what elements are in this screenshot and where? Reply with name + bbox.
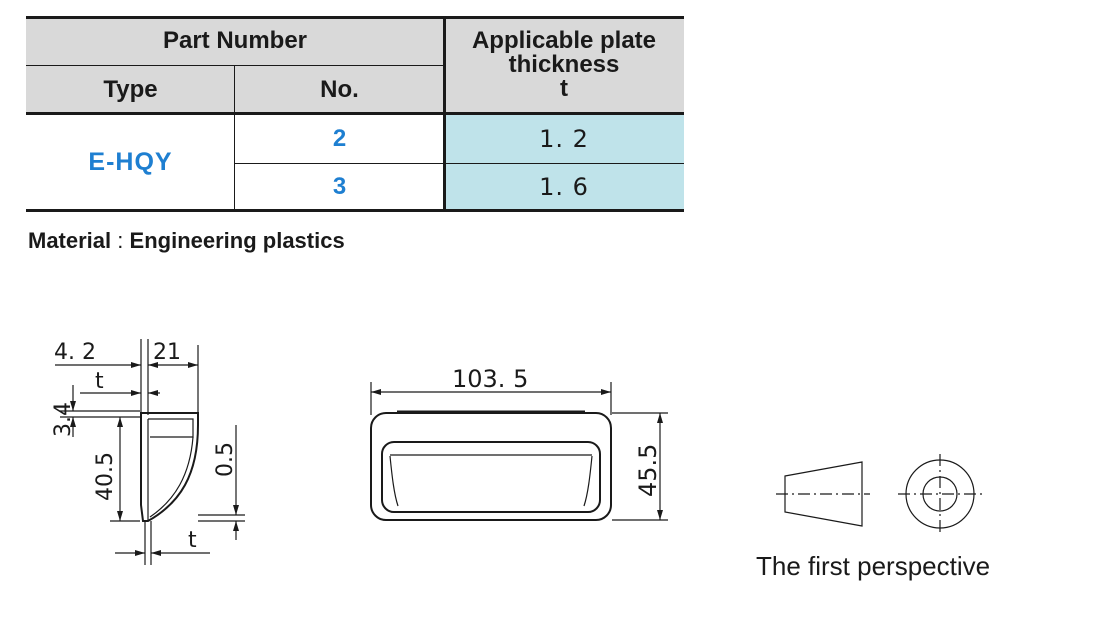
arrow (188, 362, 198, 368)
side-part-outline (140, 412, 199, 522)
row-thickness: 1. 6 (539, 172, 589, 201)
no-header-label: No. (320, 76, 359, 103)
part-number-divider (26, 65, 444, 66)
dim-label-21: 21 (153, 340, 181, 365)
material-label: Material (28, 228, 112, 253)
table-bottom-rule (26, 209, 684, 212)
arrow (657, 413, 663, 423)
table-row: 3 (235, 163, 444, 210)
dim-label-3-4: 3.4 (51, 402, 76, 437)
side-part-inner (148, 418, 194, 438)
arrow (70, 417, 76, 427)
spec-table: Part Number Type No. Applicable plate th… (26, 16, 684, 212)
row-thickness: 1. 2 (539, 124, 589, 153)
table-top-rule (26, 16, 684, 19)
material-value: Engineering plastics (129, 228, 345, 253)
table-header-rule (26, 112, 684, 115)
type-header-label: Type (103, 76, 158, 103)
thickness-header-line1: Applicable plate (471, 27, 657, 54)
thickness-header-line2: thickness (508, 51, 620, 78)
front-part-pocket (381, 441, 601, 513)
arrow (148, 362, 158, 368)
material-separator: : (117, 228, 124, 253)
front-view-drawing: 103. 5 45.5 (370, 365, 668, 521)
front-part-shade-right (583, 455, 593, 507)
dim-label-width: 103. 5 (452, 365, 528, 393)
thickness-divider (443, 16, 446, 212)
table-row-thickness: 1. 6 (444, 163, 684, 210)
material-line: Material : Engineering plastics (28, 228, 345, 254)
side-part-curve (149, 436, 194, 518)
dim-label-height: 45.5 (634, 444, 662, 497)
type-value: E-HQY (88, 147, 173, 176)
arrow (151, 550, 161, 556)
row-no: 3 (332, 172, 347, 200)
arrow (131, 362, 141, 368)
arrow (233, 521, 239, 531)
front-part-shade-left (389, 455, 399, 507)
arrow (233, 505, 239, 515)
dim-label-4-2: 4. 2 (54, 340, 96, 365)
side-view-drawing: 4. 2 21 t 3.4 40.5 0.5 t (51, 339, 245, 565)
dim-label-40-5: 40.5 (93, 452, 118, 501)
arrow (117, 417, 123, 427)
arrow (117, 511, 123, 521)
arrow (657, 510, 663, 520)
no-header: No. (235, 66, 444, 114)
type-value-cell: E-HQY (26, 114, 235, 210)
arrow (70, 401, 76, 411)
row-divider (235, 163, 684, 164)
dim-label-t-bottom: t (188, 528, 197, 553)
row-no: 2 (332, 124, 347, 152)
thickness-header: Applicable plate thickness t (444, 16, 684, 114)
type-no-divider (234, 66, 235, 210)
arrow (371, 389, 381, 395)
type-header: Type (26, 66, 235, 114)
dim-label-t-top: t (95, 369, 104, 394)
projection-label: The first perspective (756, 551, 991, 581)
arrow (135, 550, 145, 556)
front-part-outline (370, 412, 612, 521)
arrow (601, 389, 611, 395)
table-row: 2 (235, 114, 444, 163)
part-number-header: Part Number (26, 16, 444, 66)
arrow (131, 390, 141, 396)
part-number-header-label: Part Number (162, 27, 308, 54)
table-row-thickness: 1. 2 (444, 114, 684, 163)
first-angle-projection-symbol (776, 454, 982, 534)
thickness-header-symbol: t (560, 75, 568, 102)
dim-label-0-5: 0.5 (213, 442, 238, 477)
truncated-cone-side (784, 461, 863, 527)
arrow (148, 390, 158, 396)
